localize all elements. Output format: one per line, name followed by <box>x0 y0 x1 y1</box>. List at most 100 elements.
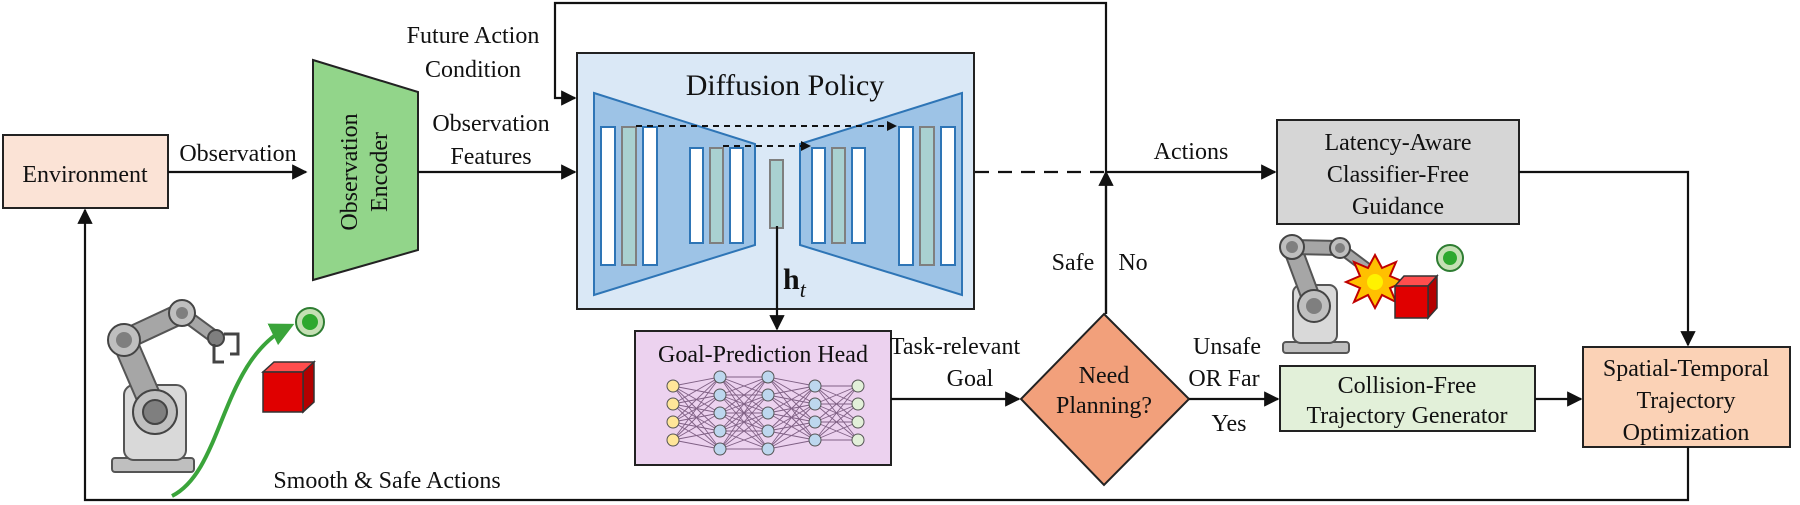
nn-node <box>713 424 727 438</box>
goal-head-label: Goal-Prediction Head <box>658 342 868 368</box>
nn-connection <box>672 376 721 405</box>
future-action-label-line1: Future Action <box>407 23 540 49</box>
nn-connection <box>814 421 859 441</box>
encoder-label-line1: Observation <box>337 113 363 230</box>
nn-connection <box>767 385 816 432</box>
nn-node <box>761 442 775 456</box>
trajectory-curve <box>171 323 295 498</box>
feature-bar <box>600 126 616 266</box>
feature-bar <box>709 147 724 244</box>
need-planning-decision: Need Planning? <box>1019 312 1191 487</box>
nn-node <box>761 406 775 420</box>
guidance-label-line3: Guidance <box>1352 194 1444 220</box>
latency-aware-guidance-block: Latency-Aware Classifier-Free Guidance <box>1276 119 1520 225</box>
feature-bar <box>642 126 658 266</box>
nn-node <box>713 442 727 456</box>
hidden-state-label: ht <box>783 263 807 302</box>
no-label: No <box>1118 250 1147 276</box>
guidance-label-line2: Classifier-Free <box>1327 162 1469 188</box>
nn-connection <box>672 394 721 441</box>
nn-connection <box>719 376 769 414</box>
optim-label-line2: Trajectory <box>1636 388 1735 414</box>
nn-node <box>666 379 680 393</box>
decision-label-line1: Need <box>1079 363 1130 389</box>
environment-label: Environment <box>22 162 148 188</box>
nn-node <box>851 415 865 429</box>
nn-node <box>666 433 680 447</box>
feedback-arrow <box>77 208 1690 502</box>
obs-features-label-line1: Observation <box>432 111 549 137</box>
safe-label: Safe <box>1052 250 1095 276</box>
nn-connection <box>672 376 721 423</box>
environment-block: Environment <box>2 134 169 209</box>
collision-label-line1: Collision-Free <box>1338 373 1477 399</box>
nn-connection <box>767 403 816 450</box>
nn-connection <box>719 394 769 450</box>
goal-prediction-head-block: Goal-Prediction Head <box>634 330 892 466</box>
nn-connection <box>719 376 769 396</box>
future-action-label-line2: Condition <box>425 57 521 83</box>
feature-bar <box>621 126 637 266</box>
bottleneck-bar <box>769 159 784 229</box>
collision-robot-illustration <box>1279 234 1378 354</box>
nn-connection <box>814 385 859 405</box>
feature-bar <box>898 126 914 266</box>
collision-label-line2: Trajectory Generator <box>1306 403 1507 429</box>
nn-connection <box>767 385 816 450</box>
nn-node <box>666 397 680 411</box>
obstacle-cube-icon <box>261 360 316 414</box>
nn-connection <box>767 421 816 450</box>
nn-node <box>851 379 865 393</box>
unsafe-label-line2: OR Far <box>1188 366 1259 392</box>
trajectory-optimization-block: Spatial-Temporal Trajectory Optimization <box>1582 346 1791 448</box>
nn-connection <box>719 412 769 450</box>
nn-node <box>713 406 727 420</box>
task-goal-label-line2: Goal <box>947 366 994 392</box>
nn-node <box>761 424 775 438</box>
nn-connection <box>814 403 859 441</box>
decision-label-line2: Planning? <box>1056 393 1152 419</box>
nn-node <box>761 370 775 384</box>
nn-connection <box>719 430 769 450</box>
neural-network-icon <box>666 370 865 456</box>
task-goal-label-line1: Task-relevant <box>890 334 1021 360</box>
nn-connection <box>672 376 721 387</box>
nn-node <box>808 433 822 447</box>
nn-node <box>851 397 865 411</box>
feature-bar <box>689 147 704 244</box>
nn-node <box>808 415 822 429</box>
guidance-to-optim-arrow <box>1519 170 1696 347</box>
actions-label: Actions <box>1154 139 1229 165</box>
guidance-label-line1: Latency-Aware <box>1324 130 1471 156</box>
nn-connection <box>767 376 816 387</box>
optim-label-line3: Optimization <box>1623 420 1750 446</box>
unsafe-label-line1: Unsafe <box>1193 334 1261 360</box>
nn-connection <box>814 385 859 441</box>
nn-node <box>808 397 822 411</box>
optim-label-line1: Spatial-Temporal <box>1603 356 1770 382</box>
nn-node <box>851 433 865 447</box>
nn-node <box>808 379 822 393</box>
feature-bar <box>919 126 935 266</box>
feature-bar <box>831 147 846 244</box>
smooth-safe-actions-label: Smooth & Safe Actions <box>273 468 500 494</box>
diffusion-policy-block: Diffusion Policy <box>576 52 975 310</box>
collision-burst-icon <box>1343 252 1407 311</box>
nn-node <box>713 388 727 402</box>
nn-connection <box>719 376 769 450</box>
collision-free-generator-block: Collision-Free Trajectory Generator <box>1279 365 1536 432</box>
feature-bar <box>851 147 866 244</box>
nn-connection <box>672 439 721 450</box>
nn-node <box>713 370 727 384</box>
nn-node <box>666 415 680 429</box>
nn-connection <box>672 430 721 441</box>
collision-goal-marker-icon <box>1436 244 1464 272</box>
collision-cube-icon <box>1393 274 1439 320</box>
feature-bar <box>811 147 826 244</box>
obs-features-label-line2: Features <box>450 144 531 170</box>
nn-node <box>761 388 775 402</box>
nn-connection <box>719 376 769 432</box>
future-condition-arrow <box>553 1 1108 314</box>
robot-arm-illustration <box>107 299 240 473</box>
